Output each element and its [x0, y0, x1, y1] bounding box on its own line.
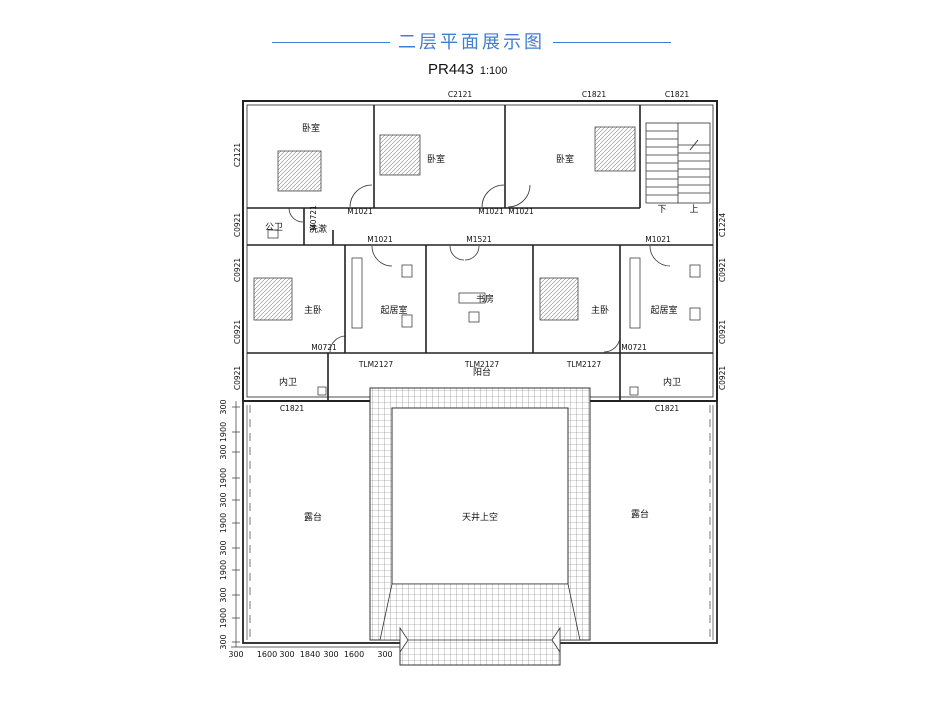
header-rule-right: [553, 42, 671, 43]
dimension-left-value: 300: [219, 492, 228, 507]
dimension-bottom-value: 1840: [300, 650, 320, 659]
dimension-bottom-value: 300: [323, 650, 338, 659]
label-c1821-top-a: C1821: [582, 90, 607, 99]
label-c0921-r3: C0921: [718, 366, 727, 391]
page-title: 二层平面展示图: [398, 32, 545, 53]
room-bath-right: 内卫: [663, 376, 681, 388]
label-tlm-b: TLM2127: [464, 360, 500, 369]
label-c1224-r: C1224: [718, 213, 727, 238]
dimension-bottom-value: 300: [377, 650, 392, 659]
dimension-left-value: 300: [219, 444, 228, 459]
room-terrace-right: 露台: [631, 508, 649, 520]
label-tlm-c: TLM2127: [566, 360, 602, 369]
stair-up-label: 上: [689, 204, 698, 215]
room-laundry: 洗漱: [309, 223, 327, 235]
door-swings: [288, 184, 671, 353]
label-c0921-l2: C0921: [233, 258, 242, 283]
label-m1021-e: M1021: [645, 235, 671, 244]
furniture: [253, 126, 701, 396]
label-m0721-c: M0721: [621, 343, 647, 352]
plan-code: PR443 1:100: [428, 61, 507, 78]
dimension-bottom-value: 1600: [344, 650, 364, 659]
label-c0921-r2: C0921: [718, 320, 727, 345]
room-bath-left: 内卫: [279, 376, 297, 388]
label-m1521: M1521: [466, 235, 492, 244]
label-c1821-bath-l: C1821: [280, 404, 305, 413]
room-bed3: 卧室: [556, 153, 574, 165]
header: 二层平面展示图: [0, 24, 940, 64]
label-c1821-bath-r: C1821: [655, 404, 680, 413]
label-m1021-c: M1021: [508, 207, 534, 216]
label-m0721-a: M0721: [309, 205, 318, 231]
header-rule-left: [272, 42, 390, 43]
room-public-bath: 公卫: [265, 222, 283, 233]
label-m1021-d: M1021: [367, 235, 393, 244]
room-courtyard: 天井上空: [462, 511, 498, 523]
dimension-left-value: 300: [219, 399, 228, 414]
dimension-left-value: 1900: [219, 513, 228, 533]
label-c2121-left: C2121: [233, 143, 242, 168]
label-c2121-top: C2121: [448, 90, 473, 99]
label-c0921-l4: C0921: [233, 366, 242, 391]
interior-walls: [247, 105, 713, 401]
room-bed2: 卧室: [427, 153, 445, 165]
room-study: 书房: [476, 293, 494, 305]
label-c0921-r1: C0921: [718, 258, 727, 283]
dimension-left-value: 1900: [219, 422, 228, 442]
label-c1821-top-b: C1821: [665, 90, 690, 99]
room-terrace-left: 露台: [304, 511, 322, 523]
label-m0721-b: M0721: [311, 343, 337, 352]
dimension-left-value: 1900: [219, 560, 228, 580]
stair-down-label: 下: [657, 205, 666, 215]
staircase: [645, 122, 711, 204]
dimension-left-value: 300: [219, 540, 228, 555]
dimension-bottom-value: 1600: [257, 650, 277, 659]
label-m1021-b: M1021: [478, 207, 504, 216]
room-sitting-right: 起居室: [650, 304, 677, 316]
dimension-left-value: 300: [219, 634, 228, 649]
dimension-bottom-value: 300: [228, 650, 243, 659]
dimension-left-value: 1900: [219, 468, 228, 488]
dimension-left-value: 300: [219, 587, 228, 602]
room-sitting-left: 起居室: [380, 304, 407, 316]
dimension-left: 300 1900 300 1900 300 1900 300 1900 300 1900 300: [219, 399, 240, 650]
courtyard-roof: [369, 387, 591, 666]
room-balcony: 阳台: [473, 366, 491, 378]
room-master-left: 主卧: [304, 304, 322, 316]
plan-scale: 1:100: [479, 65, 508, 77]
label-tlm-a: TLM2127: [358, 360, 394, 369]
label-c0921-l1: C0921: [233, 213, 242, 238]
label-c0921-l3: C0921: [233, 320, 242, 345]
dimension-bottom-value: 300: [279, 650, 294, 659]
dimension-left-value: 1900: [219, 608, 228, 628]
room-master-right: 主卧: [591, 304, 609, 316]
label-m1021-a: M1021: [347, 207, 373, 216]
plan-code-number: PR443: [428, 61, 474, 78]
room-bed1: 卧室: [302, 122, 320, 134]
dimension-lines: [231, 401, 400, 648]
